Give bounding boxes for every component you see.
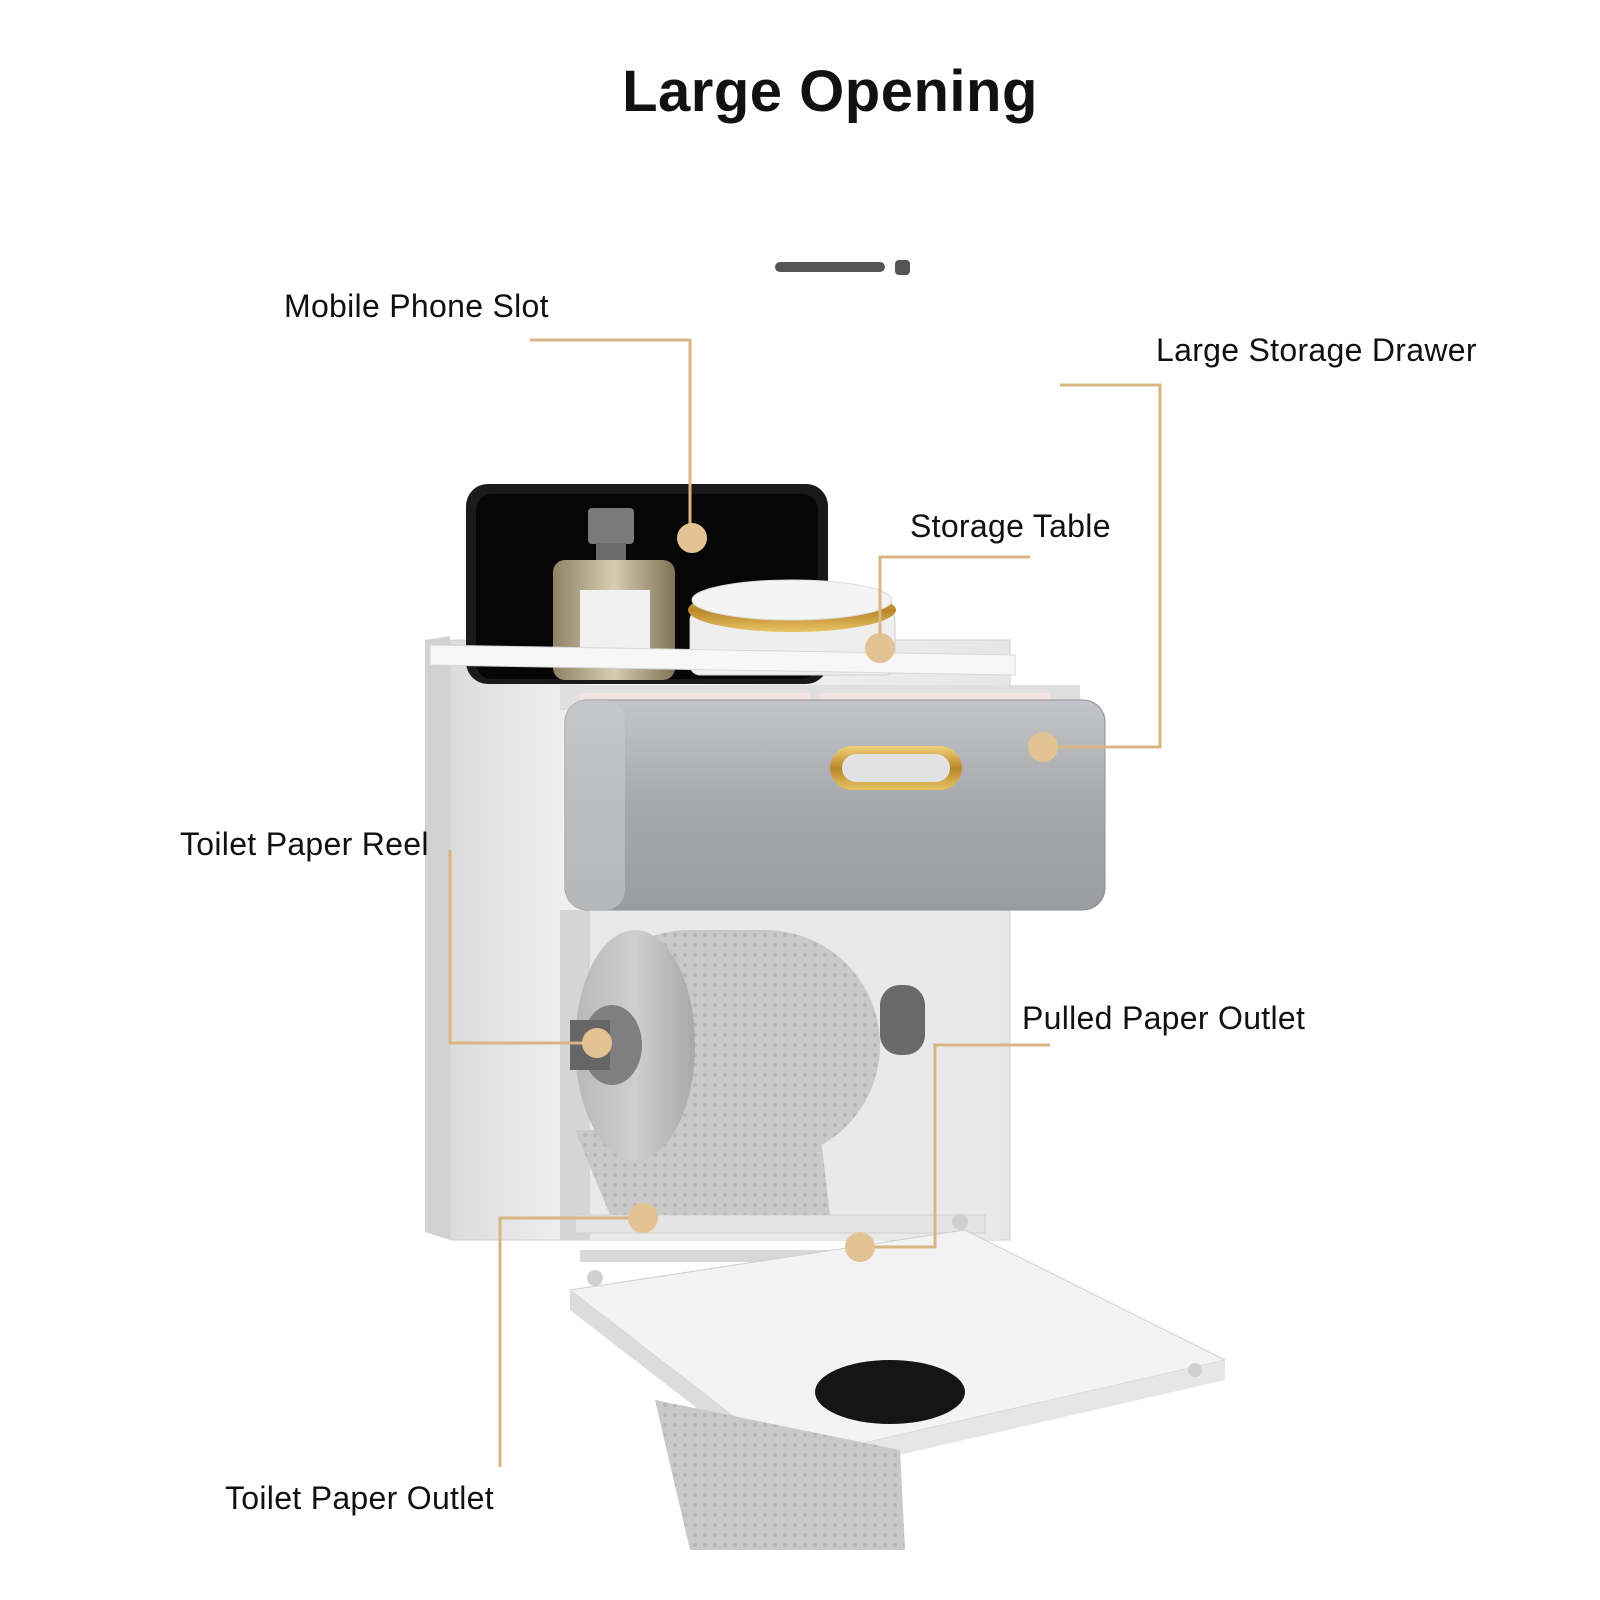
leader-storage-drawer [1045, 383, 1162, 749]
dot-storage-drawer [1028, 732, 1058, 762]
leader-lines [448, 338, 1162, 1467]
storage-drawer [560, 685, 1106, 911]
leader-pulled-paper-outlet [860, 1043, 1050, 1249]
dot-phone-slot [677, 523, 707, 553]
callout-toilet-paper-reel: Toilet Paper Reel [180, 826, 429, 862]
leader-phone-slot [530, 338, 692, 540]
leader-toilet-paper-reel [448, 850, 595, 1045]
toilet-paper-roll [570, 930, 925, 1215]
dot-pulled-paper-outlet [845, 1232, 875, 1262]
callout-dots [582, 523, 1058, 1262]
hanging-paper [655, 1400, 905, 1550]
dot-storage-table [865, 633, 895, 663]
callout-mobile-phone-slot: Mobile Phone Slot [284, 288, 549, 324]
callout-storage-table: Storage Table [910, 508, 1111, 544]
callout-large-storage-drawer: Large Storage Drawer [1156, 332, 1477, 368]
leader-toilet-paper-outlet [498, 1216, 640, 1467]
callout-toilet-paper-outlet: Toilet Paper Outlet [225, 1480, 494, 1516]
callout-pulled-paper-outlet: Pulled Paper Outlet [1022, 1000, 1306, 1036]
page-title: Large Opening [622, 59, 1038, 124]
leader-storage-table [878, 555, 1030, 648]
drawer-handle [830, 746, 962, 790]
dot-toilet-paper-reel [582, 1028, 612, 1058]
dot-toilet-paper-outlet [628, 1203, 658, 1233]
indicator-bar [775, 260, 910, 275]
